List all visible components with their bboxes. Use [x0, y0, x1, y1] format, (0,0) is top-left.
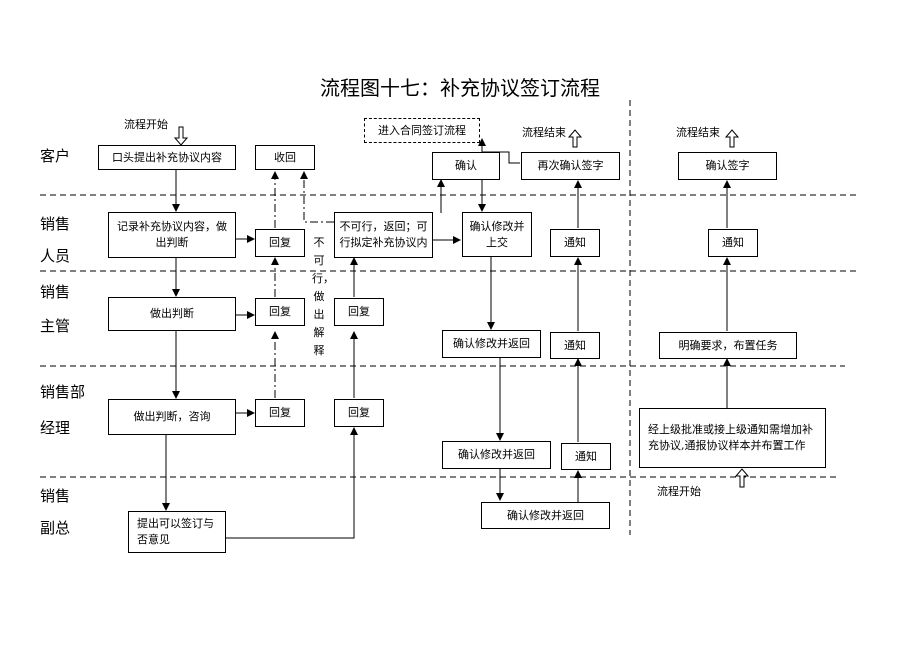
notify-supervisor-mid-box: 通知	[550, 332, 600, 359]
not-feasible-explain-label: 不可行，做出解释	[312, 236, 334, 357]
reply-supervisor-2-box: 回复	[334, 298, 384, 326]
end-label-right: 流程结束	[676, 126, 720, 139]
notify-manager-mid-box: 通知	[561, 443, 611, 470]
manager-judge-box: 做出判断，咨询	[108, 399, 236, 435]
receive-back-box: 收回	[255, 145, 315, 170]
reconfirm-sign-box: 再次确认签字	[521, 152, 620, 180]
reply-supervisor-1-box: 回复	[255, 298, 305, 326]
confirm-modify-submit-box: 确认修改并上交	[462, 212, 532, 257]
lane-customer: 客户	[40, 147, 71, 165]
lane-sales-vp-line1: 销售	[40, 487, 71, 505]
confirm-modify-return-manager-box: 确认修改并返回	[442, 441, 551, 469]
start-label-right: 流程开始	[657, 485, 701, 498]
enter-contract-signing-box: 进入合同签订流程	[364, 118, 480, 143]
clarify-assign-box: 明确要求，布置任务	[659, 332, 797, 359]
supervisor-judge-box: 做出判断	[108, 297, 236, 331]
confirm-box: 确认	[432, 152, 500, 180]
notify-staff-right-box: 通知	[708, 229, 758, 257]
confirm-modify-return-vp-box: 确认修改并返回	[481, 502, 610, 529]
vp-propose-box: 提出可以签订与否意见	[128, 511, 226, 553]
lane-sales-manager-line2: 经理	[40, 419, 71, 437]
lane-sales-supervisor-line2: 主管	[40, 317, 71, 335]
lane-sales-staff-line1: 销售	[40, 215, 71, 233]
reply-manager-1-box: 回复	[255, 399, 305, 427]
verbal-request-box: 口头提出补充协议内容	[98, 145, 236, 170]
lane-sales-staff-line2: 人员	[40, 247, 71, 265]
lane-sales-supervisor-line1: 销售	[40, 283, 71, 301]
confirm-sign-box: 确认签字	[678, 152, 777, 180]
start-label-left: 流程开始	[124, 118, 168, 131]
end-label-middle: 流程结束	[522, 126, 566, 139]
page-title: 流程图十七：补充协议签订流程	[320, 76, 600, 100]
lane-sales-vp-line2: 副总	[40, 519, 71, 537]
infeasible-return-box: 不可行，返回；可行拟定补充协议内	[334, 212, 433, 258]
confirm-modify-return-supervisor-box: 确认修改并返回	[442, 330, 541, 358]
superior-approval-box: 经上级批准或接上级通知需增加补充协议,通报协议样本并布置工作	[639, 408, 826, 468]
lane-sales-manager-line1: 销售部	[40, 383, 86, 401]
record-content-judge-box: 记录补充协议内容，做出判断	[108, 212, 236, 258]
notify-staff-mid-box: 通知	[550, 229, 600, 257]
reply-manager-2-box: 回复	[334, 399, 384, 427]
reply-staff-box: 回复	[255, 229, 305, 257]
